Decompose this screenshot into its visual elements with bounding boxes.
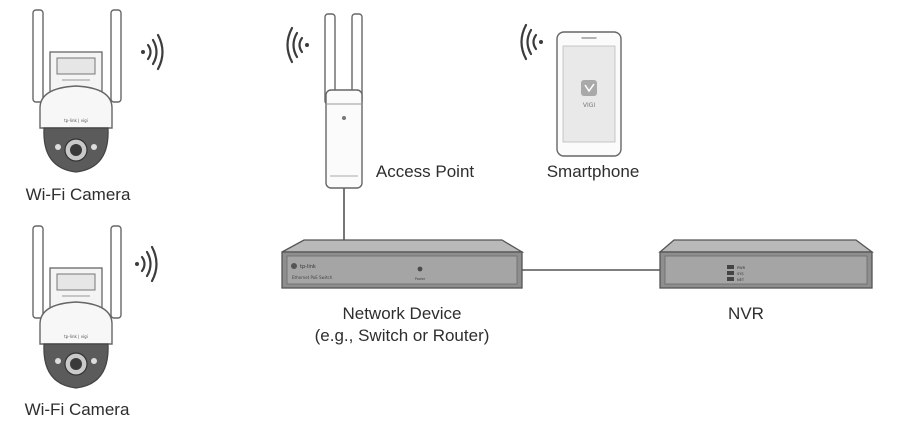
wifi-camera-top: tp-link | vigi (32, 9, 122, 173)
switch-model-text: Ethernet PoE Switch (292, 275, 333, 280)
nvr-led-label-1: PWR (737, 266, 746, 270)
network-device-label: Network Device (e.g., Switch or Router) (296, 303, 508, 347)
wifi-signal-icon-camera-top (141, 33, 164, 71)
access-point-label: Access Point (375, 162, 475, 181)
phone-app-label: VIGI (583, 102, 596, 109)
network-switch-device: tp-link Ethernet PoE Switch Power (281, 239, 525, 289)
wifi-signal-icon-access-point (286, 26, 309, 64)
camera-brand-text-top: tp-link | vigi (64, 118, 88, 123)
wifi-signal-icon-camera-bottom (135, 245, 158, 283)
camera-top-label: Wi-Fi Camera (25, 185, 131, 204)
camera-brand-text-bottom: tp-link | vigi (64, 334, 88, 339)
nvr-device: PWR SYS NET (658, 239, 874, 289)
smartphone-device: VIGI (556, 31, 622, 157)
network-device-label-line1: Network Device (342, 304, 462, 323)
wifi-signal-icon-smartphone (520, 23, 543, 61)
switch-led-text: Power (415, 277, 426, 281)
nvr-led-label-3: NET (737, 278, 745, 282)
switch-brand-text: tp-link (300, 264, 316, 270)
camera-bottom-label: Wi-Fi Camera (24, 400, 130, 419)
access-point-device (324, 13, 363, 189)
nvr-led-label-2: SYS (737, 272, 744, 276)
network-device-label-line2: (e.g., Switch or Router) (314, 326, 490, 345)
wifi-camera-bottom: tp-link | vigi (32, 225, 122, 389)
nvr-label: NVR (728, 304, 764, 323)
smartphone-label: Smartphone (546, 162, 640, 181)
